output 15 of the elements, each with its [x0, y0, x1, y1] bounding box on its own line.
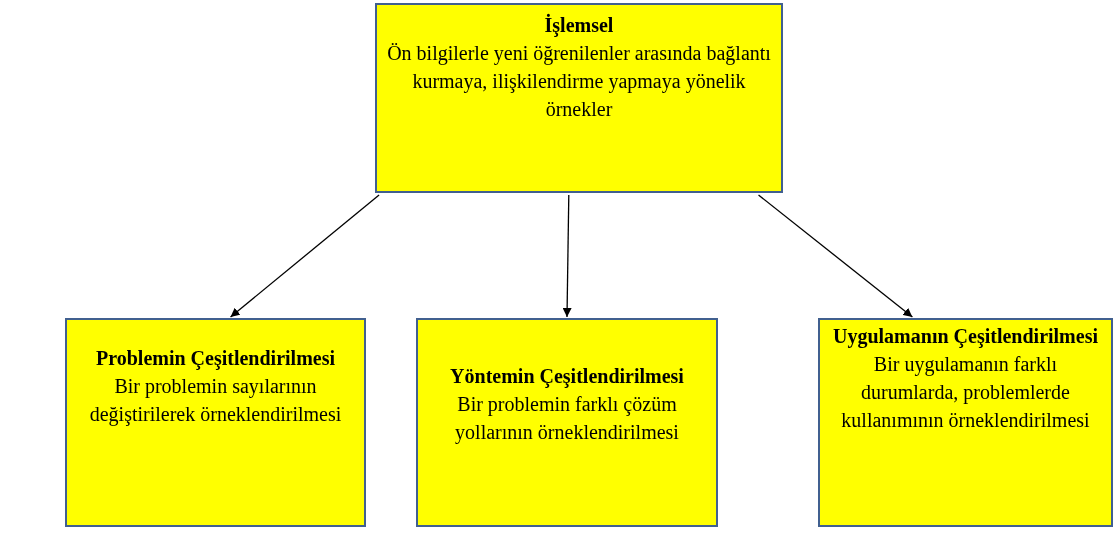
- process-box: [818, 318, 1113, 527]
- box-description: Bir problemin farklı çözüm yollarının örneklendirilmesi: [454, 392, 680, 446]
- box-heading: Yöntemin Çeşitlendirilmesi: [449, 364, 685, 390]
- arrow: [757, 194, 914, 318]
- process-box: [65, 318, 366, 527]
- box-description: Bir problemin sayılarının değiştirilerek örneklendirilmesi: [88, 374, 343, 428]
- box-description: Ön bilgilerle yeni öğrenilenler arasında bağlantı kurmaya, ilişkilendirme yapmaya yönelik örnekler: [386, 41, 772, 122]
- box-heading: Problemin Çeşitlendirilmesi: [94, 346, 337, 372]
- arrow: [562, 194, 572, 318]
- arrow: [229, 194, 380, 318]
- box-heading: Uygulamanın Çeşitlendirilmesi: [832, 324, 1099, 350]
- process-box: [375, 3, 783, 193]
- box-description: Bir uygulamanın farklı durumlarda, problemlerde kullanımının örneklendirilmesi: [840, 352, 1091, 433]
- box-heading: İşlemsel: [543, 13, 615, 39]
- process-box: [416, 318, 718, 527]
